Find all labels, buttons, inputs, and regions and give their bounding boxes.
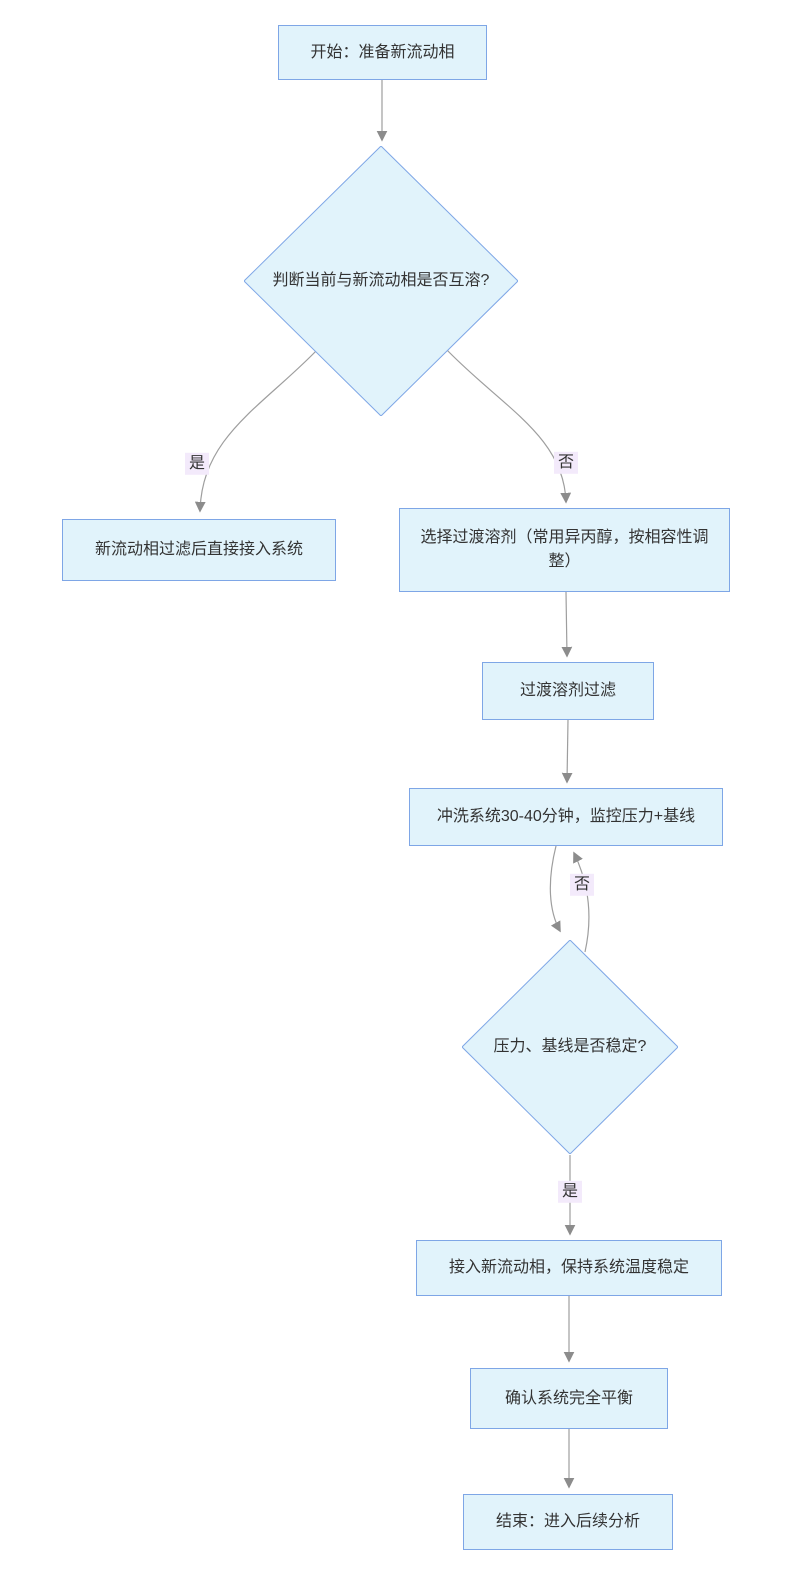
node-filter-transition: 过渡溶剂过滤	[482, 662, 654, 720]
node-check-miscible-label: 判断当前与新流动相是否互溶?	[272, 272, 490, 289]
node-choose-transition-label: 选择过渡溶剂（常用异丙醇，按相容性调整）	[420, 529, 709, 570]
edge-flush-to-check-stable	[549, 845, 561, 933]
node-choose-transition: 选择过渡溶剂（常用异丙醇，按相容性调整）	[399, 508, 730, 592]
edge-label-yes-miscible: 是	[184, 452, 210, 476]
edge-label-no-miscible: 否	[553, 451, 579, 475]
node-filter-transition-label: 过渡溶剂过滤	[519, 682, 616, 699]
edge-choose-to-filter	[561, 591, 573, 658]
edge-filter-to-flush	[561, 719, 573, 784]
node-start-label: 开始：准备新流动相	[310, 43, 455, 61]
diamond-shape	[244, 146, 518, 416]
node-connect-new-label: 接入新流动相，保持系统温度稳定	[448, 1259, 689, 1276]
node-connect-new: 接入新流动相，保持系统温度稳定	[416, 1240, 722, 1296]
node-flush-system-label: 冲洗系统30-40分钟，监控压力+基线	[436, 808, 696, 825]
node-check-miscible: 判断当前与新流动相是否互溶?	[244, 146, 518, 416]
node-end: 结束：进入后续分析	[463, 1494, 673, 1550]
node-flush-system: 冲洗系统30-40分钟，监控压力+基线	[409, 788, 723, 846]
node-confirm-balance: 确认系统完全平衡	[470, 1368, 668, 1429]
node-check-stable: 压力、基线是否稳定?	[462, 940, 678, 1154]
node-start: 开始：准备新流动相	[278, 25, 487, 80]
node-check-stable-label: 压力、基线是否稳定?	[493, 1038, 647, 1055]
node-direct-connect-label: 新流动相过滤后直接接入系统	[94, 541, 303, 558]
node-confirm-balance-label: 确认系统完全平衡	[504, 1389, 633, 1407]
node-end-label: 结束：进入后续分析	[495, 1513, 640, 1530]
edge-check-miscible-no	[445, 348, 572, 504]
diamond-shape	[462, 940, 678, 1154]
edge-check-stable-no-loop	[573, 851, 590, 953]
node-direct-connect: 新流动相过滤后直接接入系统	[62, 519, 336, 581]
edge-label-yes-stable: 是	[557, 1180, 583, 1204]
edge-check-miscible-yes	[194, 348, 319, 513]
edge-label-no-stable: 否	[569, 873, 595, 897]
